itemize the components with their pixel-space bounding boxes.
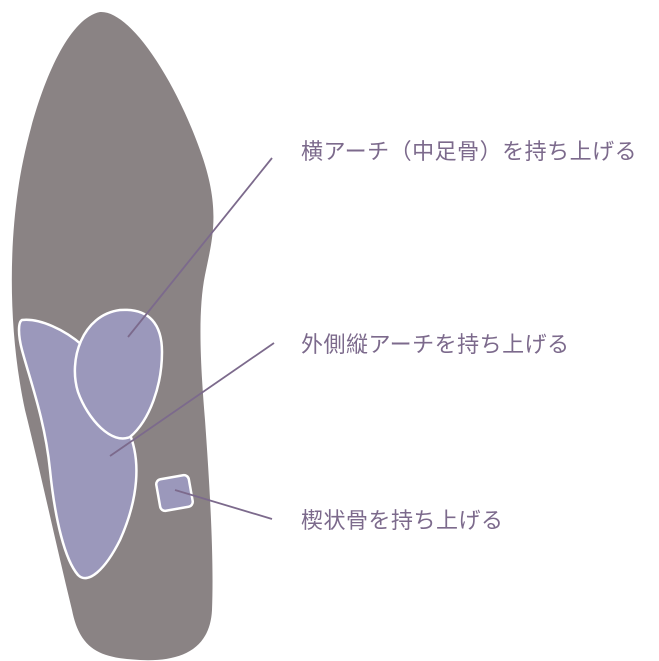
label-cuneiform: 楔状骨を持ち上げる <box>301 509 504 534</box>
leader-line-lateral <box>109 342 275 457</box>
cuneiform-pad <box>155 473 194 513</box>
leader-line-transverse <box>127 157 273 338</box>
label-lateral-arch: 外側縦アーチを持ち上げる <box>301 333 570 358</box>
transverse-arch-pad <box>73 308 164 440</box>
leader-line-cuneiform <box>174 489 273 520</box>
label-transverse-arch: 横アーチ（中足骨）を持ち上げる <box>301 140 638 165</box>
